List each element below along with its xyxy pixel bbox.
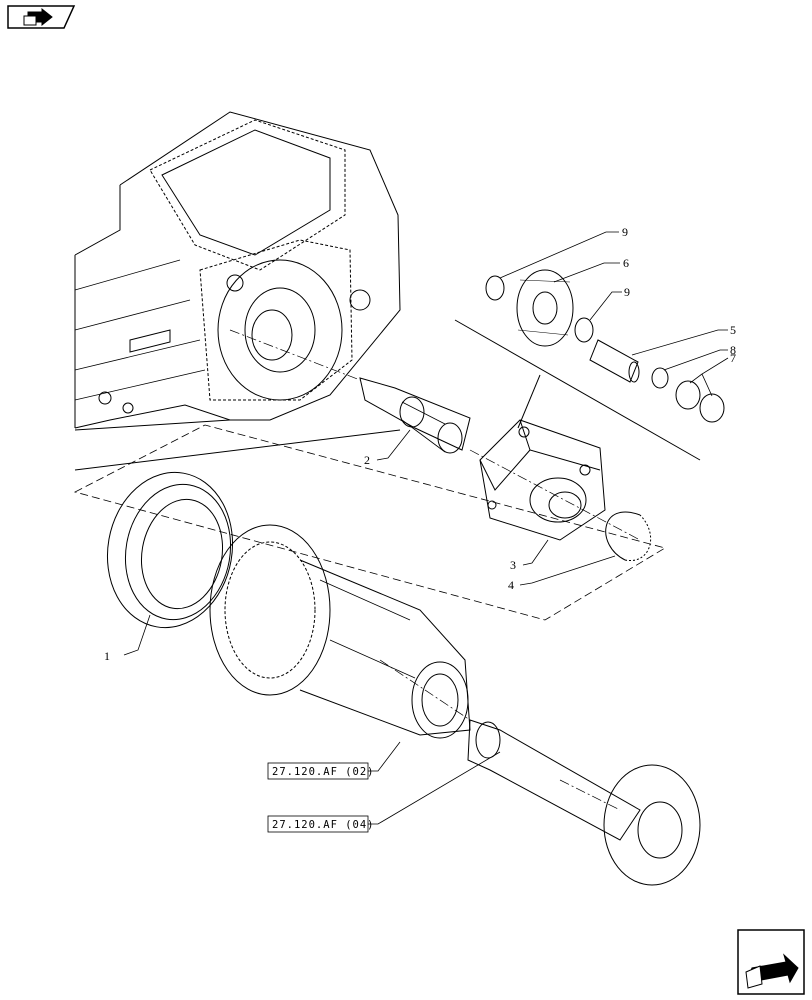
reference-link-1[interactable]: 27.120.AF (02) — [267, 762, 375, 780]
group-bracket — [454, 319, 701, 461]
callout-6: 6 — [623, 256, 629, 270]
planet-pin — [589, 339, 640, 383]
svg-text:27.120.AF (02): 27.120.AF (02) — [272, 766, 375, 778]
callout-3: 3 — [510, 558, 516, 572]
centerline — [229, 329, 641, 541]
callout-7: 7 — [730, 351, 736, 365]
callout-9-mid: 9 — [624, 285, 630, 299]
final-drive-housing — [209, 524, 471, 739]
washer-mid — [574, 317, 594, 343]
book-nav-button[interactable] — [7, 5, 76, 29]
ring-gear — [106, 471, 234, 629]
callout-1: 1 — [104, 649, 110, 663]
carrier-housing — [479, 419, 606, 541]
callout-2: 2 — [364, 453, 370, 467]
reference-link-2[interactable]: 27.120.AF (04) — [267, 815, 375, 833]
next-page-button[interactable] — [737, 929, 805, 995]
book-arrow-icon — [23, 7, 53, 27]
next-page-arrow-icon — [745, 953, 799, 989]
centerline-lower — [379, 659, 621, 811]
axle-shaft — [467, 719, 701, 886]
callout-4: 4 — [508, 578, 514, 592]
leader-lines — [123, 231, 729, 825]
input-shaft — [359, 377, 471, 454]
callout-5: 5 — [730, 323, 736, 337]
callout-9-top: 9 — [622, 225, 628, 239]
transmission-housing — [74, 111, 401, 471]
needle-bearings — [675, 380, 725, 423]
svg-text:27.120.AF (04): 27.120.AF (04) — [272, 819, 375, 831]
planet-gear — [516, 269, 574, 347]
snap-ring — [605, 511, 652, 561]
group-bracket-center — [517, 374, 541, 429]
spacer-ring — [651, 367, 669, 389]
callout-labels: 1 2 3 4 6 5 8 7 9 9 — [104, 225, 736, 663]
washer-top — [485, 275, 505, 301]
assembly-outline — [73, 424, 667, 621]
callout-8: 8 — [730, 343, 736, 357]
